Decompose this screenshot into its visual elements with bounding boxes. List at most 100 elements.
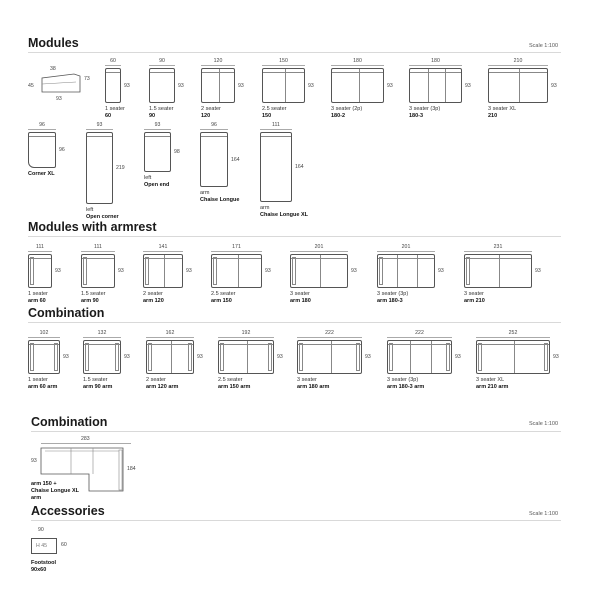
total-height-label: 73 bbox=[84, 76, 90, 82]
module-caption: 1 seater bbox=[105, 106, 125, 112]
armrest bbox=[83, 257, 87, 285]
width-dimension-line bbox=[377, 251, 435, 252]
module-caption: arm bbox=[200, 190, 210, 196]
depth-dimension: 93 bbox=[124, 354, 130, 360]
width-dimension-line bbox=[290, 251, 348, 252]
module-code: arm 180 arm bbox=[297, 384, 330, 390]
side-depth-label: 93 bbox=[56, 96, 62, 102]
width-dimension: 171 bbox=[232, 244, 241, 250]
armrest bbox=[145, 257, 149, 285]
width-dimension: 180 bbox=[431, 58, 440, 64]
seat-divider bbox=[237, 255, 239, 287]
width-dimension: 60 bbox=[110, 58, 116, 64]
module-caption: 3 seater (3p) bbox=[409, 106, 441, 112]
depth-dimension: 93 bbox=[438, 268, 444, 274]
module-outline bbox=[200, 132, 228, 187]
backrest-line bbox=[298, 344, 361, 345]
armrest bbox=[466, 257, 470, 285]
backrest-line bbox=[29, 344, 59, 345]
width-dimension-line bbox=[331, 65, 384, 66]
module-outline bbox=[86, 132, 113, 204]
combo-caption-2: Chaise Longue XL bbox=[31, 488, 79, 494]
backrest-line bbox=[219, 344, 273, 345]
module-code: arm 180-3 arm bbox=[387, 384, 425, 390]
combo-width-label: 283 bbox=[81, 436, 90, 442]
seat-height-label: 38 bbox=[50, 66, 56, 72]
module-outline bbox=[28, 340, 60, 374]
depth-dimension: 93 bbox=[277, 354, 283, 360]
combo-height-left-label: 93 bbox=[31, 458, 37, 464]
width-dimension-line bbox=[409, 65, 462, 66]
module-caption: left bbox=[86, 207, 94, 213]
armrest bbox=[478, 343, 482, 371]
module-outline bbox=[476, 340, 550, 374]
backrest-line bbox=[147, 344, 193, 345]
module-caption: 2 seater bbox=[143, 291, 163, 297]
armrest bbox=[292, 257, 296, 285]
armrest bbox=[54, 343, 58, 371]
module-code: 180-3 bbox=[409, 113, 424, 119]
width-dimension: 252 bbox=[508, 330, 518, 336]
width-dimension-line bbox=[83, 337, 121, 338]
module-caption: 2 seater bbox=[201, 106, 221, 112]
module-caption: arm bbox=[260, 205, 270, 211]
backrest-line bbox=[477, 344, 549, 345]
width-dimension-line bbox=[464, 251, 532, 252]
width-dimension: 141 bbox=[158, 244, 168, 250]
module-caption: 3 seater (3p) bbox=[387, 377, 419, 383]
backrest-line bbox=[87, 136, 112, 137]
width-dimension: 120 bbox=[213, 58, 223, 64]
backrest-line bbox=[489, 72, 547, 73]
seat-divider bbox=[427, 69, 429, 102]
module-code: 120 bbox=[201, 113, 211, 119]
module-caption: 3 seater XL bbox=[476, 377, 505, 383]
width-dimension: 111 bbox=[94, 244, 102, 250]
width-dimension-line bbox=[201, 65, 235, 66]
module-outline bbox=[297, 340, 362, 374]
module-code: arm 150 bbox=[211, 298, 232, 304]
armrest bbox=[213, 257, 217, 285]
module-code: Chaise Longue XL bbox=[260, 212, 308, 218]
backrest-line bbox=[378, 258, 434, 259]
depth-dimension: 93 bbox=[551, 82, 557, 89]
module-code: arm 210 bbox=[464, 298, 485, 304]
depth-dimension: 93 bbox=[265, 268, 271, 274]
module-outline bbox=[149, 68, 175, 103]
module-outline bbox=[387, 340, 452, 374]
depth-dimension: 93 bbox=[178, 82, 184, 89]
section-divider bbox=[28, 322, 561, 323]
module-code: arm 180-3 bbox=[377, 298, 403, 304]
module-code: arm 60 arm bbox=[28, 384, 58, 390]
width-dimension-line bbox=[488, 65, 548, 66]
armrest bbox=[356, 343, 360, 371]
seat-divider bbox=[320, 255, 321, 287]
module-code: 180-2 bbox=[331, 113, 346, 119]
depth-dimension: 93 bbox=[55, 268, 61, 274]
backrest-line bbox=[150, 72, 174, 73]
backrest-line bbox=[291, 258, 347, 259]
width-dimension-line bbox=[28, 129, 56, 130]
module-code: arm 120 arm bbox=[146, 384, 179, 390]
module-outline bbox=[81, 254, 115, 288]
module-caption: 3 seater (2p) bbox=[331, 106, 363, 112]
module-caption: 3 seater bbox=[297, 377, 317, 383]
width-dimension: 162 bbox=[165, 330, 175, 336]
width-dimension-line bbox=[144, 129, 171, 130]
scale-label-2: Scale 1:100 bbox=[529, 421, 559, 427]
depth-dimension: 93 bbox=[455, 354, 461, 360]
width-dimension: 102 bbox=[39, 330, 49, 336]
side-view-diagram: 38 45 73 93 bbox=[28, 66, 98, 106]
module-code: Chaise Longue bbox=[200, 197, 240, 203]
module-outline bbox=[28, 254, 52, 288]
width-dimension: 111 bbox=[36, 244, 44, 250]
